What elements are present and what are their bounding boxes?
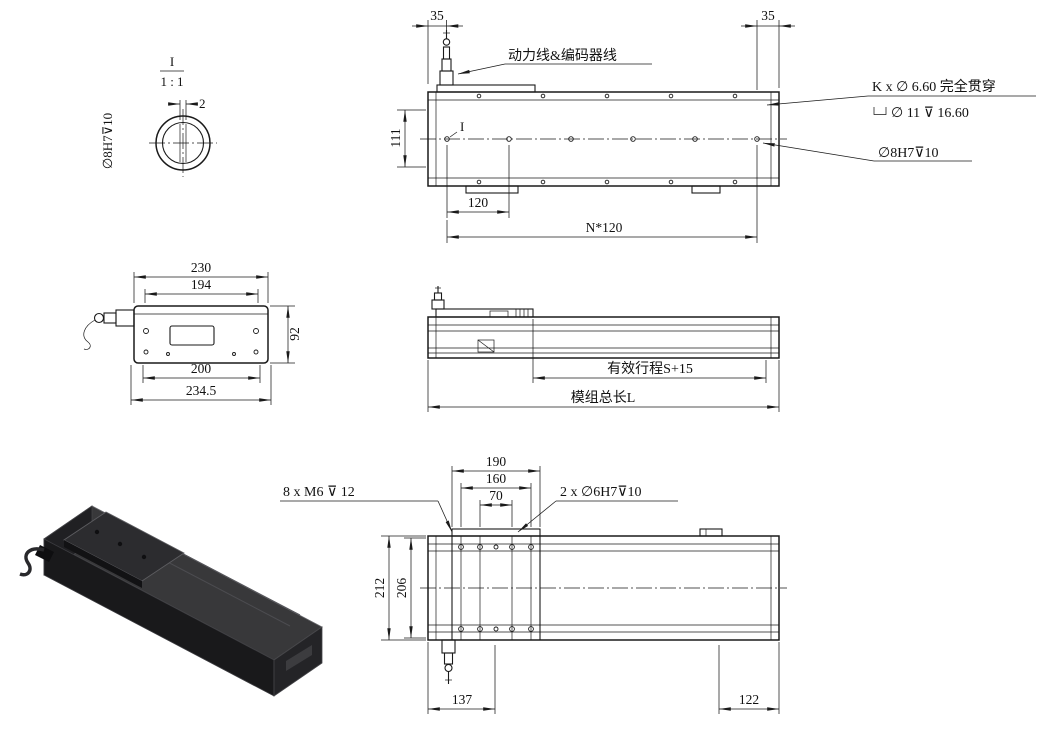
dim-206: 206: [394, 537, 426, 639]
side-view-cable-connector: [431, 286, 445, 310]
detail-view: I 1 : 1 2 ∅8H7⊽10: [100, 54, 217, 177]
dim-111: 111: [388, 109, 426, 168]
dim-effective-stroke-text: 有效行程S+15: [607, 361, 693, 377]
end-view: 230 194 92 200 234.5: [83, 260, 302, 405]
note-cable: 动力线&编码器线: [457, 48, 652, 75]
dim-35-left: 35: [412, 8, 463, 84]
bottom-view: 190 160 70 8 x M6 ⊽ 12 2 x ∅6H7⊽10: [280, 454, 787, 714]
dim-70-text: 70: [489, 488, 503, 503]
note-through-hole: K x ∅ 6.60 完全贯穿 ∅ 11 ⊽ 16.60: [766, 78, 1036, 121]
dim-detail-width: 2: [168, 96, 206, 120]
dim-206-text: 206: [394, 578, 409, 599]
dim-230-text: 230: [191, 260, 212, 275]
top-view-body: [420, 91, 787, 187]
bottom-view-cable-connector: [441, 639, 456, 684]
detail-view-scale: 1 : 1: [160, 74, 183, 89]
dim-92: 92: [270, 305, 302, 364]
bottom-view-body: [420, 535, 787, 641]
dim-35-right: 35: [741, 8, 795, 90]
end-view-cable-connector: [83, 309, 135, 350]
note-through-hole-line1: K x ∅ 6.60 完全贯穿: [872, 78, 996, 95]
dim-190-text: 190: [486, 454, 507, 469]
counterbore-symbol: [873, 107, 887, 115]
dim-160-text: 160: [486, 471, 507, 486]
note-dowel-holes: 2 x ∅6H7⊽10: [517, 485, 678, 533]
side-view-body: [427, 316, 780, 359]
dim-200: 200: [142, 361, 261, 383]
dim-194-text: 194: [191, 277, 212, 292]
iso-carriage-edge: [64, 540, 142, 588]
note-dowel-holes-text: 2 x ∅6H7⊽10: [560, 485, 642, 500]
note-tap-holes: 8 x M6 ⊽ 12: [280, 485, 453, 533]
side-view: 有效行程S+15 模组总长L: [427, 286, 780, 412]
dim-122: 122: [718, 642, 780, 714]
dim-137-text: 137: [452, 692, 473, 707]
dim-total-length-text: 模组总长L: [571, 390, 636, 406]
detail-view-title: I 1 : 1: [160, 54, 184, 89]
dim-detail-width-text: 2: [199, 96, 206, 111]
detail-view-label: I: [170, 54, 174, 69]
top-view-section-mark: I: [449, 119, 464, 138]
dim-effective-stroke: 有效行程S+15: [532, 319, 767, 383]
dim-70: 70: [479, 488, 513, 527]
end-view-outline: [133, 305, 269, 364]
dim-n120: N*120: [446, 145, 758, 243]
dim-137: 137: [427, 642, 496, 714]
top-view: I 动力线&编码器线 35 35 111: [388, 8, 1036, 243]
dim-194: 194: [144, 277, 259, 303]
top-view-cable-connector: [439, 30, 454, 86]
top-view-holes: [444, 93, 760, 185]
dim-35-left-text: 35: [430, 8, 444, 23]
dim-212-text: 212: [372, 578, 387, 598]
iso-end-slot: [286, 645, 312, 671]
dim-detail-hole: ∅8H7⊽10: [100, 113, 115, 169]
note-pin-hole: ∅8H7⊽10: [762, 142, 972, 162]
dim-212: 212: [372, 535, 426, 641]
note-through-hole-line2: ∅ 11 ⊽ 16.60: [891, 106, 969, 121]
iso-3d-view: [19, 505, 323, 697]
dim-160: 160: [460, 471, 532, 527]
dim-120-text: 120: [468, 195, 489, 210]
side-view-underside-detail: [477, 339, 495, 353]
bottom-view-sensor-block: [699, 528, 723, 537]
top-view-bottom-blocks: [465, 185, 721, 194]
note-pin-hole-text: ∅8H7⊽10: [878, 146, 939, 161]
side-view-carriage: [435, 308, 534, 318]
dim-234-5: 234.5: [130, 365, 272, 405]
dim-200-text: 200: [191, 361, 212, 376]
dim-122-text: 122: [739, 692, 759, 707]
bottom-view-mount-plate: [451, 528, 541, 640]
iso-cable: [19, 547, 45, 577]
detail-view-geometry: [149, 109, 217, 177]
dim-total-length: 模组总长L: [427, 360, 780, 412]
note-cable-text: 动力线&编码器线: [508, 48, 617, 64]
dim-190: 190: [451, 454, 541, 527]
dim-n120-text: N*120: [586, 220, 623, 235]
note-tap-holes-text: 8 x M6 ⊽ 12: [283, 485, 355, 500]
dim-120: 120: [446, 145, 510, 218]
side-view-outline: [427, 316, 780, 359]
dim-234-5-text: 234.5: [186, 383, 217, 398]
end-view-slot: [169, 325, 215, 346]
dim-92-text: 92: [287, 327, 302, 341]
section-mark-text: I: [460, 119, 464, 134]
dim-111-text: 111: [388, 128, 403, 147]
dim-35-right-text: 35: [761, 8, 775, 23]
dim-230: 230: [133, 260, 269, 303]
end-view-body: [133, 305, 269, 364]
dim-detail-hole-text: ∅8H7⊽10: [100, 113, 115, 169]
top-view-carriage: [436, 84, 536, 93]
